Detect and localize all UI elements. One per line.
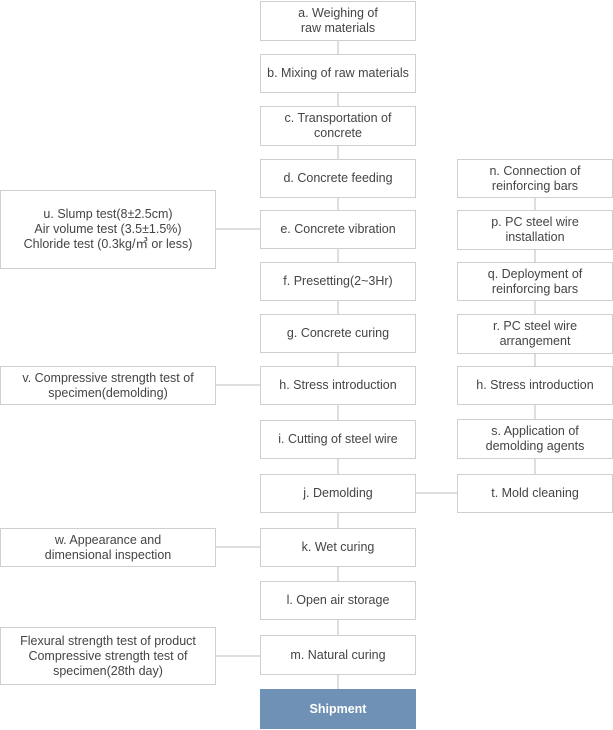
- step-d-label: d. Concrete feeding: [283, 171, 393, 185]
- step-j-label: j. Demolding: [303, 486, 373, 500]
- test-v-box: v. Compressive strength test of specimen…: [0, 366, 216, 405]
- step-e-label: e. Concrete vibration: [280, 222, 396, 236]
- test-v-label: v. Compressive strength test of specimen…: [22, 370, 194, 400]
- step-i-box: i. Cutting of steel wire: [260, 420, 416, 459]
- step-t-label: t. Mold cleaning: [491, 486, 579, 500]
- step-n-box: n. Connection of reinforcing bars: [457, 159, 613, 198]
- step-b-box: b. Mixing of raw materials: [260, 54, 416, 93]
- step-b-label: b. Mixing of raw materials: [267, 66, 409, 80]
- test-u-box: u. Slump test(8±2.5cm) Air volume test (…: [0, 190, 216, 269]
- step-k-label: k. Wet curing: [301, 540, 375, 554]
- step-e-box: e. Concrete vibration: [260, 210, 416, 249]
- step-q-label: q. Deployment of reinforcing bars: [487, 266, 583, 296]
- step-m-box: m. Natural curing: [260, 635, 416, 675]
- step-a-label: a. Weighing of raw materials: [298, 6, 378, 35]
- step-t-box: t. Mold cleaning: [457, 474, 613, 513]
- step-c-label: c. Transportation of concrete: [284, 111, 392, 140]
- step-h-label: h. Stress introduction: [279, 378, 397, 392]
- step-n-label: n. Connection of reinforcing bars: [489, 163, 581, 193]
- shipment-box: Shipment: [260, 689, 416, 729]
- shipment-label: Shipment: [309, 701, 367, 716]
- step-f-label: f. Presetting(2~3Hr): [283, 274, 393, 288]
- test-u-label: u. Slump test(8±2.5cm) Air volume test (…: [23, 207, 193, 251]
- step-m-label: m. Natural curing: [290, 647, 386, 662]
- step-d-box: d. Concrete feeding: [260, 159, 416, 198]
- step-s-label: s. Application of demolding agents: [485, 424, 585, 453]
- step-r-label: r. PC steel wire arrangement: [492, 319, 578, 348]
- step-h2-label: h. Stress introduction: [476, 378, 594, 392]
- test-w-label: w. Appearance and dimensional inspection: [44, 532, 172, 562]
- step-q-box: q. Deployment of reinforcing bars: [457, 262, 613, 301]
- step-f-box: f. Presetting(2~3Hr): [260, 262, 416, 301]
- step-j-box: j. Demolding: [260, 474, 416, 513]
- step-g-label: g. Concrete curing: [286, 326, 390, 340]
- test-28day-label: Flexural strength test of product Compre…: [20, 633, 196, 678]
- step-l-label: l. Open air storage: [286, 593, 390, 607]
- step-a-box: a. Weighing of raw materials: [260, 1, 416, 41]
- step-c-box: c. Transportation of concrete: [260, 106, 416, 146]
- test-w-box: w. Appearance and dimensional inspection: [0, 528, 216, 567]
- step-s-box: s. Application of demolding agents: [457, 419, 613, 459]
- step-p-box: p. PC steel wire installation: [457, 210, 613, 250]
- test-28day-box: Flexural strength test of product Compre…: [0, 627, 216, 685]
- step-i-label: i. Cutting of steel wire: [278, 432, 398, 446]
- step-h2-box: h. Stress introduction: [457, 366, 613, 405]
- step-l-box: l. Open air storage: [260, 581, 416, 620]
- step-p-label: p. PC steel wire installation: [491, 215, 579, 244]
- step-k-box: k. Wet curing: [260, 528, 416, 567]
- step-r-box: r. PC steel wire arrangement: [457, 314, 613, 354]
- step-g-box: g. Concrete curing: [260, 314, 416, 353]
- step-h-box: h. Stress introduction: [260, 366, 416, 405]
